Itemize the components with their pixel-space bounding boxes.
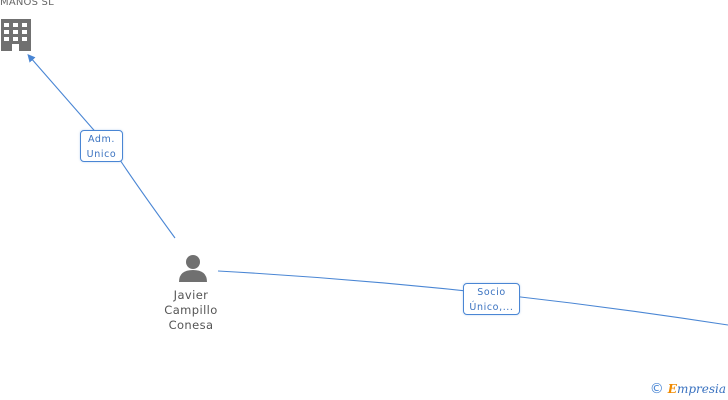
company-label[interactable]: MANOS SL <box>0 0 54 8</box>
footer-brand[interactable]: © Empresia <box>650 381 726 397</box>
relation-socio-line1: Socio <box>477 287 506 298</box>
person-name[interactable]: Javier Campillo Conesa <box>150 288 232 333</box>
relation-socio-unico[interactable]: Socio Único,... <box>463 283 520 315</box>
person-icon[interactable] <box>177 253 209 283</box>
person-name-line1: Javier <box>173 288 209 302</box>
relation-socio-line2: Único,... <box>469 302 514 313</box>
brand-logo: Empresia <box>668 382 726 396</box>
person-name-line3: Conesa <box>168 318 214 332</box>
brand-rest: mpresia <box>676 382 726 396</box>
copyright-icon: © <box>649 381 664 397</box>
building-icon[interactable] <box>0 16 32 52</box>
relation-adm-unico[interactable]: Adm. Unico <box>80 130 123 162</box>
relation-adm-line2: Unico <box>86 149 117 160</box>
relation-adm-line1: Adm. <box>87 134 116 145</box>
person-name-line2: Campillo <box>164 303 218 317</box>
brand-initial: E <box>667 382 677 396</box>
